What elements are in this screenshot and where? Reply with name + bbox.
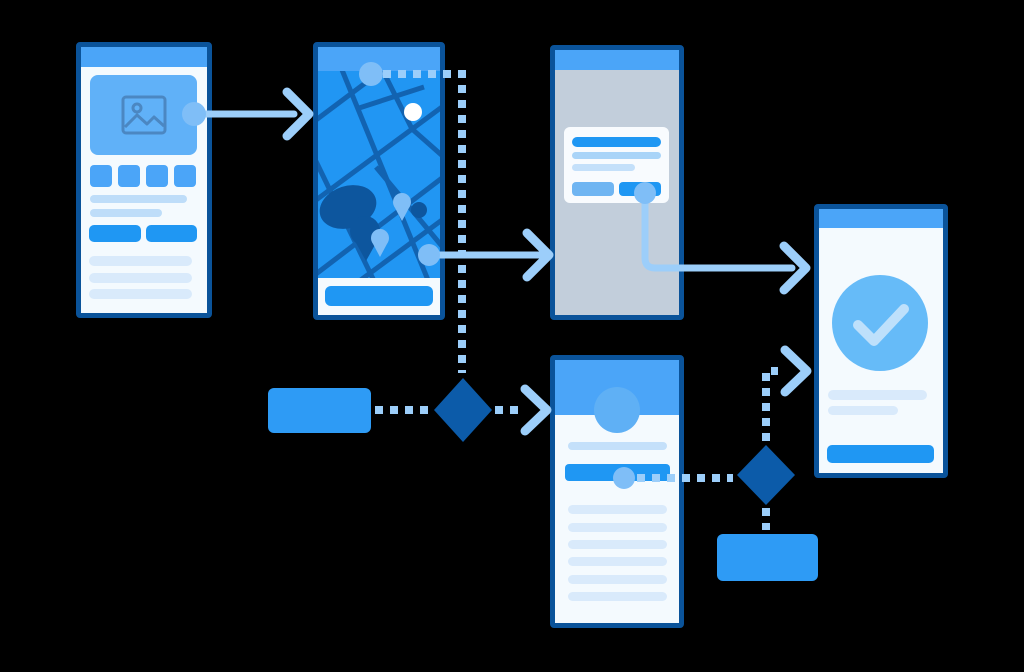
image-placeholder-icon bbox=[121, 95, 166, 135]
tile-4 bbox=[174, 165, 196, 187]
primary-button bbox=[827, 445, 934, 463]
checkmark-circle bbox=[832, 275, 928, 371]
checkmark-icon bbox=[853, 304, 909, 346]
arrowhead-to-map bbox=[282, 87, 314, 141]
arrowhead-to-dialog bbox=[522, 228, 554, 282]
map-action-button bbox=[325, 286, 433, 306]
button-right bbox=[146, 225, 197, 242]
text-line bbox=[568, 523, 667, 532]
avatar bbox=[594, 387, 640, 433]
text-line bbox=[89, 289, 192, 299]
text-line bbox=[90, 195, 187, 203]
feed-screen-header-bar bbox=[81, 47, 207, 67]
flow-label-2 bbox=[717, 534, 818, 581]
arrowhead-to-profile bbox=[520, 384, 552, 436]
text-line bbox=[89, 273, 192, 283]
confirmation-screen bbox=[814, 204, 948, 478]
profile-action-bar bbox=[565, 464, 670, 481]
arrowhead-to-confirmation bbox=[779, 241, 811, 295]
map-footer bbox=[318, 278, 440, 315]
feed-screen bbox=[76, 42, 212, 318]
map-screen bbox=[313, 42, 445, 320]
button-left bbox=[89, 225, 141, 242]
street-map bbox=[318, 71, 440, 278]
map-screen-header-bar bbox=[318, 47, 440, 71]
dialog-screen-header-bar bbox=[555, 50, 679, 70]
location-marker-dot bbox=[404, 103, 422, 121]
text-line bbox=[568, 505, 667, 514]
text-line bbox=[90, 209, 162, 217]
text-line bbox=[572, 152, 661, 159]
text-line bbox=[568, 442, 667, 450]
cancel-button bbox=[572, 182, 614, 196]
confirm-button bbox=[619, 182, 661, 196]
modal-card bbox=[564, 127, 669, 203]
text-line bbox=[572, 164, 635, 171]
tile-2 bbox=[118, 165, 140, 187]
image-card bbox=[90, 75, 197, 155]
text-line bbox=[568, 592, 667, 601]
text-line bbox=[828, 406, 898, 415]
dialog-screen bbox=[550, 45, 684, 320]
map-dot-marker bbox=[411, 202, 427, 218]
confirmation-screen-header-bar bbox=[819, 209, 943, 228]
text-line bbox=[89, 256, 192, 266]
text-line bbox=[568, 575, 667, 584]
tile-3 bbox=[146, 165, 168, 187]
text-line bbox=[568, 540, 667, 549]
text-line bbox=[828, 390, 927, 400]
text-line bbox=[568, 557, 667, 566]
arrowhead-dotted-to-confirmation bbox=[780, 345, 812, 397]
flow-label-1 bbox=[268, 388, 371, 433]
modal-title-bar bbox=[572, 137, 661, 147]
profile-screen bbox=[550, 355, 684, 628]
decision-diamond-1 bbox=[434, 378, 492, 442]
dotted-diamond-2-to-confirmation bbox=[762, 367, 778, 441]
decision-diamond-2 bbox=[737, 445, 795, 505]
tile-1 bbox=[90, 165, 112, 187]
